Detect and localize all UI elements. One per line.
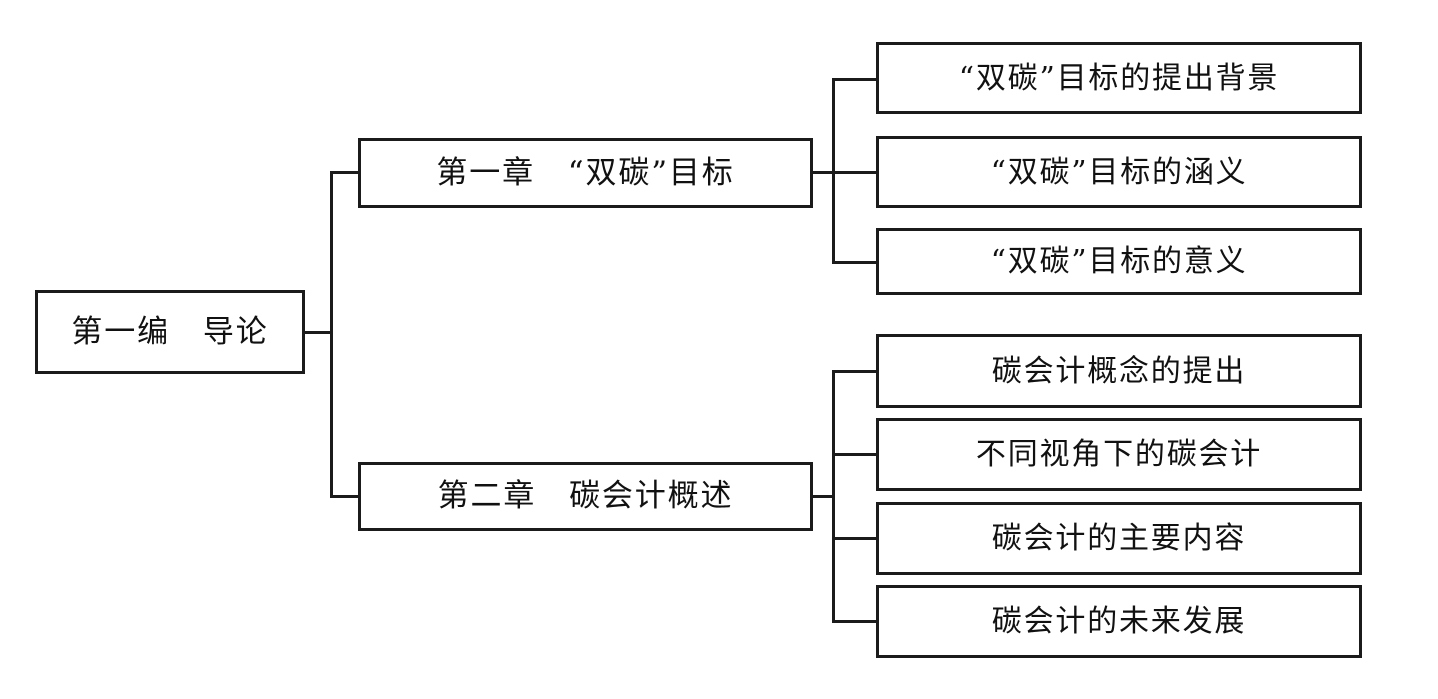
connector-trunk-to-chapter-1 (330, 171, 360, 174)
leaf-meaning-label: “双碳”目标的涵义 (990, 154, 1248, 190)
leaf-perspectives-node: 不同视角下的碳会计 (876, 418, 1362, 491)
connector-chapter-1-stub (813, 171, 835, 174)
leaf-concept-node: 碳会计概念的提出 (876, 334, 1362, 408)
connector-chapter-2-to-leaf-3 (832, 537, 878, 540)
leaf-main-content-label: 碳会计的主要内容 (991, 521, 1247, 556)
connector-chapter-2-to-leaf-4 (832, 620, 878, 623)
connector-trunk-to-chapter-2 (330, 495, 360, 498)
leaf-future-label: 碳会计的未来发展 (991, 604, 1247, 639)
connector-chapter-1-to-leaf-3 (832, 261, 878, 264)
chapter-2-node: 第二章 碳会计概述 (358, 462, 813, 531)
leaf-significance-label: “双碳”目标的意义 (990, 244, 1248, 279)
leaf-background-node: “双碳”目标的提出背景 (876, 42, 1362, 114)
leaf-perspectives-label: 不同视角下的碳会计 (975, 437, 1263, 472)
connector-root-stub (305, 331, 333, 334)
connector-chapter-2-to-leaf-1 (832, 370, 878, 373)
connector-chapter-1-to-leaf-1 (832, 78, 878, 81)
leaf-background-label: “双碳”目标的提出背景 (958, 60, 1280, 96)
leaf-meaning-node: “双碳”目标的涵义 (876, 136, 1362, 208)
leaf-future-node: 碳会计的未来发展 (876, 585, 1362, 658)
leaf-main-content-node: 碳会计的主要内容 (876, 502, 1362, 575)
connector-chapter-2-spine (832, 371, 835, 621)
root-node-label: 第一编 导论 (71, 313, 269, 350)
connector-chapter-2-to-leaf-2 (832, 453, 878, 456)
chapter-1-node: 第一章 “双碳”目标 (358, 138, 813, 208)
leaf-significance-node: “双碳”目标的意义 (876, 228, 1362, 295)
chapter-2-label: 第二章 碳会计概述 (437, 478, 734, 515)
root-node: 第一编 导论 (35, 290, 305, 374)
leaf-concept-label: 碳会计概念的提出 (991, 353, 1247, 389)
connector-trunk-vertical (330, 172, 333, 498)
connector-chapter-1-to-leaf-2 (832, 171, 878, 174)
connector-chapter-2-stub (813, 495, 835, 498)
chapter-1-label: 第一章 “双碳”目标 (436, 154, 735, 191)
